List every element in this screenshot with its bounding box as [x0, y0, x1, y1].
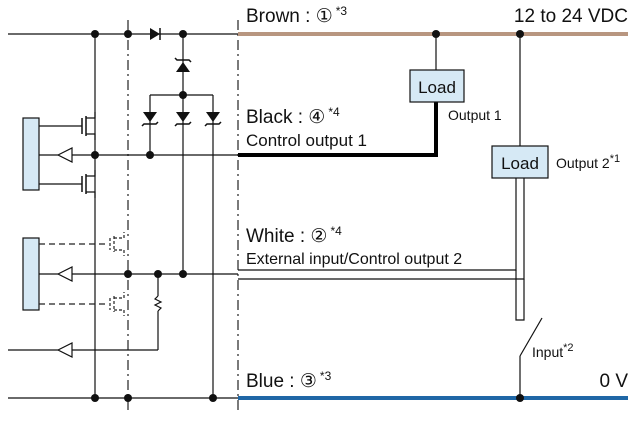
- white-label: White : ②*4: [246, 224, 342, 247]
- input-note: *2: [563, 342, 573, 354]
- white-function-label: External input/Control output 2: [246, 251, 462, 268]
- zener-diode-top-icon: [176, 62, 190, 72]
- load1-box: [409, 69, 465, 103]
- blue-note: *3: [320, 369, 332, 383]
- blue-label: Blue : ③*3: [246, 369, 332, 392]
- black-wire: [238, 102, 438, 157]
- white-wire: [238, 178, 525, 321]
- output1-transistor-top-icon: [86, 112, 96, 119]
- output2-note: *1: [610, 153, 620, 165]
- input-buffer-icon: [56, 342, 73, 358]
- blue-text: Blue : ③: [246, 371, 317, 392]
- output1-driver-block: [22, 117, 40, 191]
- zener-diode-mid-icon: [176, 112, 190, 122]
- zener-diode-top-bar: [174, 57, 192, 63]
- zener-diode-left-bar: [141, 121, 159, 127]
- input-text: Input: [532, 344, 563, 360]
- output2-transistor-bottom-icon: [109, 292, 125, 316]
- load2-box: [491, 145, 549, 179]
- white-note: *4: [330, 224, 342, 238]
- zener-diode-right-bar: [204, 121, 222, 127]
- black-function-label: Control output 1: [246, 131, 367, 150]
- input-resistor-icon: [153, 295, 163, 312]
- output2-transistor-top-icon: [109, 232, 125, 256]
- junction-dots: [91, 30, 524, 402]
- supply-bottom-label: 0 V: [599, 371, 628, 392]
- output2-text: Output 2: [556, 155, 610, 171]
- zener-diode-left-icon: [143, 112, 157, 122]
- output1-label: Output 1: [448, 107, 502, 123]
- supply-top-label: 12 to 24 VDC: [514, 6, 628, 27]
- white-text: White : ②: [246, 226, 327, 247]
- brown-text: Brown : ①: [246, 6, 333, 27]
- zener-diode-mid-bar: [174, 121, 192, 127]
- load1-label: Load: [418, 78, 456, 97]
- input-switch-icon: [519, 317, 543, 357]
- input-label: Input*2: [532, 342, 574, 360]
- output1-transistor-bottom-icon: [86, 170, 96, 177]
- brown-note: *3: [336, 4, 348, 18]
- black-label: Black : ④*4: [246, 105, 340, 128]
- load2-label: Load: [501, 154, 539, 173]
- output2-driver-block: [22, 237, 40, 311]
- brown-label: Brown : ①*3: [246, 4, 347, 27]
- reverse-diode-icon: [150, 28, 160, 40]
- output2-buffer-icon: [56, 266, 73, 282]
- output1-buffer-icon: [56, 147, 73, 163]
- black-note: *4: [328, 105, 340, 119]
- zener-diode-right-icon: [206, 112, 220, 122]
- black-text: Black : ④: [246, 107, 325, 128]
- output2-label: Output 2*1: [556, 153, 620, 171]
